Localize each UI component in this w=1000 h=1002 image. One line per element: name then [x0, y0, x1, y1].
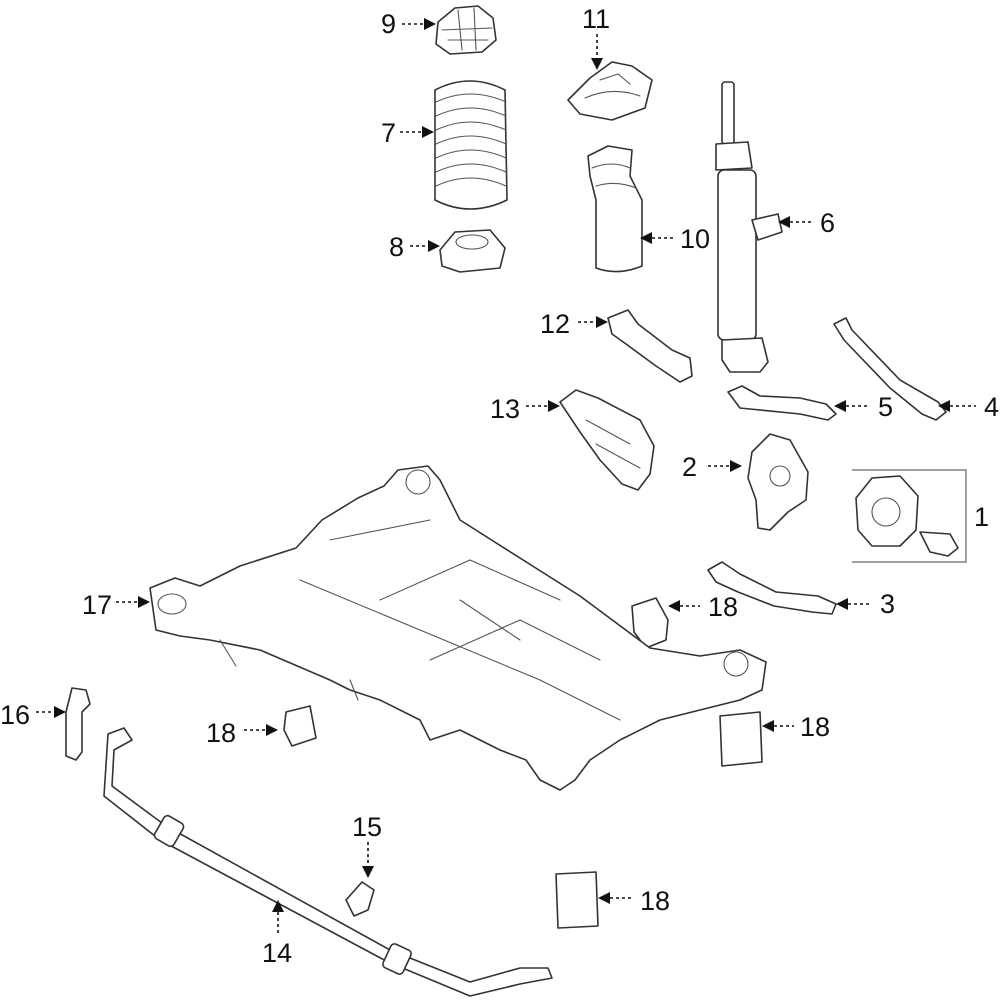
callout-1: 1 — [974, 502, 989, 532]
callout-12: 12 — [540, 309, 608, 339]
callout-18-left: 18 — [206, 718, 278, 748]
svg-text:17: 17 — [82, 590, 112, 620]
svg-text:15: 15 — [352, 812, 382, 842]
part-3-lower-arm — [707, 561, 837, 615]
svg-text:11: 11 — [582, 4, 610, 34]
part-10-dust-boot — [587, 145, 643, 273]
part-16-stabilizer-link — [65, 687, 91, 761]
part-18-bushing-right — [719, 711, 763, 767]
part-18-bushing-left — [283, 705, 317, 747]
callout-3: 3 — [836, 589, 895, 619]
svg-text:3: 3 — [880, 589, 895, 619]
part-15-clamp — [345, 881, 375, 917]
part-subframe — [149, 465, 767, 791]
svg-text:18: 18 — [206, 718, 236, 748]
callout-13: 13 — [490, 394, 560, 424]
callout-5: 5 — [834, 392, 893, 422]
svg-text:18: 18 — [640, 886, 670, 916]
callout-7: 7 — [381, 118, 434, 148]
part-18-bushing-upper — [631, 597, 669, 649]
part-4-lateral-link — [833, 317, 947, 421]
part-7-coil-spring — [434, 80, 508, 210]
svg-text:4: 4 — [984, 392, 999, 422]
callout-16: 16 — [0, 700, 66, 730]
part-12-upper-arm — [607, 309, 693, 383]
part-18-bushing-bottom — [555, 871, 599, 929]
part-2-knuckle — [747, 433, 809, 531]
svg-text:18: 18 — [708, 592, 738, 622]
svg-text:13: 13 — [490, 394, 520, 424]
svg-text:14: 14 — [262, 938, 292, 968]
part-11-upper-mount — [567, 61, 653, 121]
callout-9: 9 — [381, 9, 436, 39]
callout-4: 4 — [938, 392, 999, 422]
part-6-shock-absorber — [715, 81, 783, 373]
part-13-trailing-bracket — [559, 389, 655, 491]
callout-10: 10 — [640, 224, 710, 254]
svg-text:7: 7 — [381, 118, 396, 148]
callout-18-bottom: 18 — [598, 886, 670, 916]
callout-18-upper: 18 — [668, 592, 738, 622]
part-5-toe-link — [727, 385, 837, 421]
part-9-upper-insulator — [435, 5, 497, 55]
svg-text:18: 18 — [800, 712, 830, 742]
callout-6: 6 — [778, 208, 835, 238]
callout-2: 2 — [682, 452, 742, 482]
svg-text:2: 2 — [682, 452, 697, 482]
callout-15: 15 — [352, 812, 382, 878]
svg-text:5: 5 — [878, 392, 893, 422]
svg-text:6: 6 — [820, 208, 835, 238]
part-14-stabilizer-bar — [103, 727, 553, 997]
part-1-hub-assembly — [852, 469, 967, 563]
svg-text:10: 10 — [680, 224, 710, 254]
svg-text:1: 1 — [974, 502, 989, 532]
svg-text:8: 8 — [389, 232, 404, 262]
callout-8: 8 — [389, 232, 440, 262]
svg-text:9: 9 — [381, 9, 396, 39]
svg-text:16: 16 — [0, 700, 30, 730]
callout-11: 11 — [582, 4, 610, 70]
callout-14: 14 — [262, 900, 292, 968]
svg-text:12: 12 — [540, 309, 570, 339]
callout-18-right: 18 — [762, 712, 830, 742]
callout-17: 17 — [82, 590, 150, 620]
part-8-lower-seat — [439, 229, 506, 273]
